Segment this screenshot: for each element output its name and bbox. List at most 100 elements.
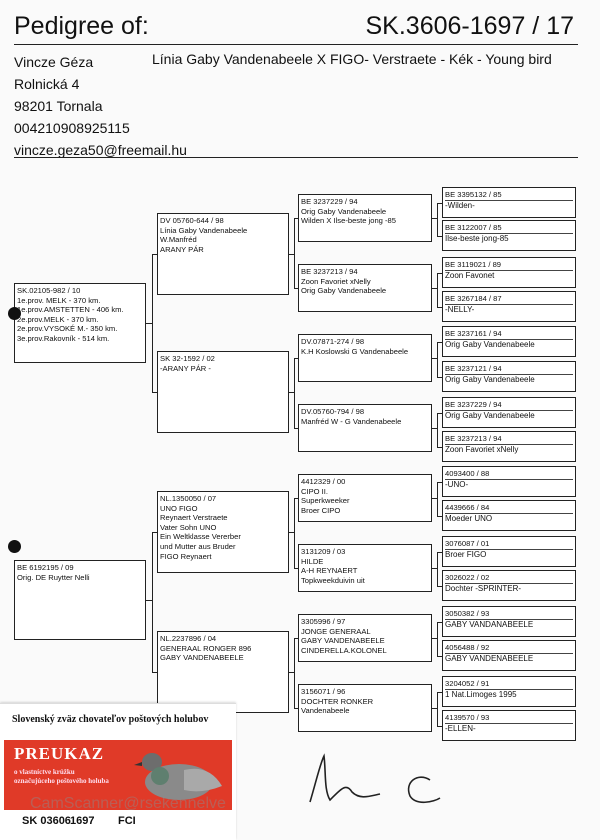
box-line: UNO FIGO — [160, 503, 198, 513]
connector-line — [437, 376, 442, 378]
connector-line — [293, 498, 295, 568]
card-ring-prefix: SK 03606 — [22, 815, 71, 827]
box-line: -UNO- — [445, 480, 469, 490]
box-line: CINDERELLA.KOLONEL — [301, 645, 387, 655]
card-fci: FCI — [118, 815, 136, 827]
box-line: -Wilden- — [445, 201, 475, 211]
connector-line — [437, 412, 438, 447]
ring-code: BE 6192195 / 09 — [17, 563, 74, 572]
box-line: GABY VANDANABEELE — [445, 620, 534, 630]
connector-line — [437, 272, 442, 274]
ring-code: BE 3237213 / 94 — [445, 434, 573, 446]
ring-number: SK.3606-1697 / 17 — [365, 12, 575, 40]
ring-code: 4056488 / 92 — [445, 643, 573, 655]
connector-line — [293, 288, 298, 289]
box-line: GABY VANDENABEELE — [160, 653, 244, 663]
connector-line — [437, 202, 442, 204]
box-line: Orig Gaby Vandenabeele — [445, 375, 535, 385]
pedigree-box-g4-16: 4139570 / 93-ELLEN- — [442, 710, 576, 741]
box-line: DOCHTER RONKER — [301, 696, 374, 706]
ring-code: SK 32-1592 / 02 — [160, 354, 215, 363]
connector-line — [432, 708, 437, 709]
ring-code: 4439666 / 84 — [445, 503, 573, 515]
signature-image — [309, 753, 441, 804]
connector-line — [432, 568, 437, 569]
box-line: und Mutter aus Bruder — [160, 541, 236, 551]
connector-line — [437, 341, 438, 377]
ring-code: 4093400 / 88 — [445, 469, 573, 481]
box-line: W.Manfréd — [160, 235, 197, 245]
box-line: -ELLEN- — [445, 724, 476, 734]
box-line: Orig. DE Ruytter Nelli — [17, 572, 90, 582]
box-line: Topkweekduivin uit — [301, 575, 365, 585]
hole-punch-bottom — [8, 540, 21, 553]
connector-line — [151, 254, 153, 392]
box-line: Orig Gaby Vandenabeele — [445, 340, 535, 350]
owner-email: vincze.geza50@freemail.hu — [14, 142, 187, 158]
box-line: Moeder UNO — [445, 514, 493, 524]
box-line: Orig Gaby Vandenabeele — [301, 206, 387, 216]
box-line: Orig Gaby Vandenabeele — [301, 286, 387, 296]
ring-code: 3204052 / 91 — [445, 679, 573, 691]
connector-line — [151, 532, 153, 672]
connector-line — [437, 481, 438, 516]
card-red-band: PREUKAZ o vlastníctve krúžku označujúceh… — [4, 740, 232, 810]
box-line: 3e.prov.Rakovník - 514 km. — [17, 333, 110, 343]
ring-code: BE 3395132 / 85 — [445, 190, 573, 202]
connector-line — [437, 691, 442, 693]
box-line: Wilden X Ilse-beste jong -85 — [301, 216, 396, 226]
connector-line — [437, 341, 442, 343]
ring-code: 4139570 / 93 — [445, 713, 573, 725]
connector-line — [437, 235, 442, 237]
ring-code: BE 3237229 / 94 — [301, 197, 358, 206]
box-line: Broer FIGO — [445, 550, 487, 560]
connector-line — [437, 691, 438, 726]
connector-line — [432, 288, 437, 289]
box-line: Zoon Favoriet xNelly — [301, 276, 371, 286]
connector-line — [437, 446, 442, 448]
box-line: Orig Gaby Vandenabeele — [445, 411, 535, 421]
connector-line — [437, 272, 438, 307]
connector-line — [437, 412, 442, 414]
ownership-card: Slovenský zväz chovateľov poštových holu… — [0, 703, 236, 840]
connector-line — [293, 358, 298, 359]
pigeon-icon — [134, 753, 222, 800]
box-line: JONGE GENERAAL — [301, 626, 371, 636]
box-line: Ilse-beste jong-85 — [445, 234, 509, 244]
ring-code: BE 3119021 / 89 — [445, 260, 573, 272]
box-line: -ARANY PÁR - — [160, 363, 211, 373]
box-line: 1e.prov.AMSTETTEN - 406 km. — [17, 305, 124, 315]
box-line: CIPO II. — [301, 486, 329, 496]
box-line: Manfréd W - G Vandenabeele — [301, 416, 402, 426]
connector-line — [432, 428, 437, 429]
connector-line — [437, 621, 438, 656]
owner-divider — [14, 157, 578, 158]
connector-line — [437, 306, 442, 308]
connector-line — [293, 218, 298, 219]
box-line: 2e.prov.VYSOKÉ M.- 350 km. — [17, 324, 118, 334]
lineage-line: Línia Gaby Vandenabeele X FIGO- Verstrae… — [152, 51, 552, 67]
box-line: K.H Koslowski G Vandenabeele — [301, 346, 409, 356]
connector-line — [151, 532, 157, 533]
box-line: 2e.prov.MELK - 370 km. — [17, 314, 99, 324]
ring-code: 3050382 / 93 — [445, 609, 573, 621]
connector-line — [146, 323, 152, 324]
connector-line — [432, 638, 437, 639]
box-line: Línia Gaby Vandenabeele — [160, 225, 248, 235]
connector-line — [432, 498, 437, 499]
connector-line — [293, 568, 298, 569]
ring-code: 3026022 / 02 — [445, 573, 573, 585]
box-line: Zoon Favoriet xNelly — [445, 445, 519, 455]
